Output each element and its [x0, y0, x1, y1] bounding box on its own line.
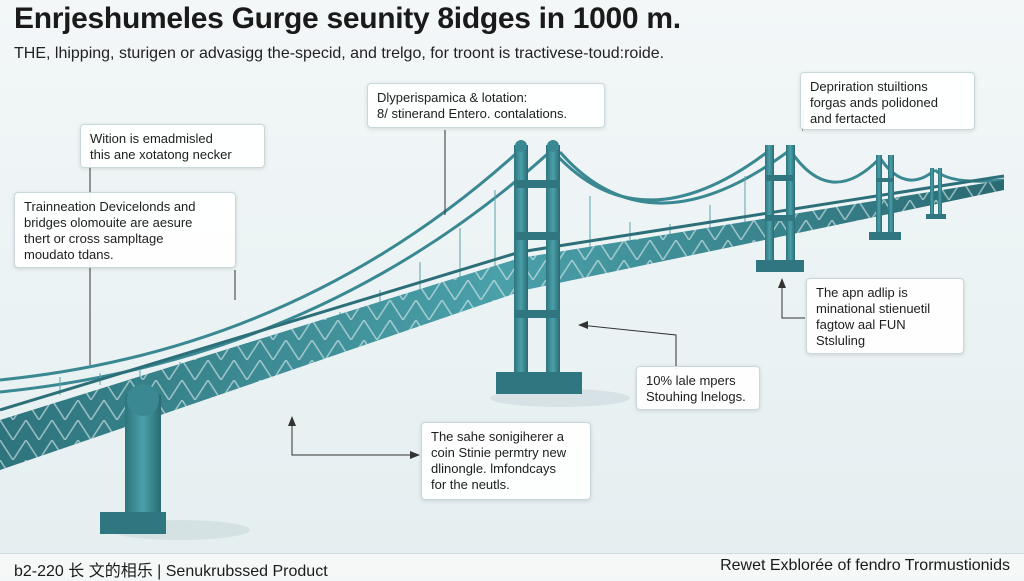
footer-left-text: b2-220 长 文的相乐 | Senukrubssed Product [14, 563, 328, 580]
callout-neck-rotation: Wition is emadmisled this ane xotatong n… [80, 124, 265, 168]
left-pier [100, 384, 166, 534]
main-tower [496, 140, 582, 394]
main-cables [0, 148, 1005, 394]
callout-sahe-sonigiherer: The sahe sonigiherer a coin Stinie permt… [421, 422, 591, 500]
footer-right-link[interactable]: Rewet Exblorée of fendro Trormustionids [720, 557, 1010, 574]
deck-truss [0, 180, 1004, 470]
third-tower [869, 155, 901, 240]
callout-depriration-stuiltions: Depriration stuiltions forgas ands polid… [800, 72, 975, 130]
callout-lale-mpers: 10% lale mpers Stouhing lnelogs. [636, 366, 760, 410]
callout-apn-adlip: The apn adlip is minational stienuetil f… [806, 278, 964, 354]
fourth-tower [926, 168, 946, 219]
second-tower [756, 145, 804, 272]
page-subtitle: THE, lhipping, sturigen or advasigg the-… [14, 45, 665, 62]
callout-transmission-devices: Trainneation Devicelonds and bridges olo… [14, 192, 236, 268]
page-title: Enrjeshumeles Gurge seunity 8idges in 10… [14, 2, 681, 35]
footer-bar: b2-220 长 文的相乐 | Senukrubssed Product Rew… [0, 553, 1024, 580]
leader-arrowheads [288, 278, 786, 459]
callout-hyperspamic-rotation: Dlyperispamica & lotation: 8/ stinerand … [367, 83, 605, 128]
